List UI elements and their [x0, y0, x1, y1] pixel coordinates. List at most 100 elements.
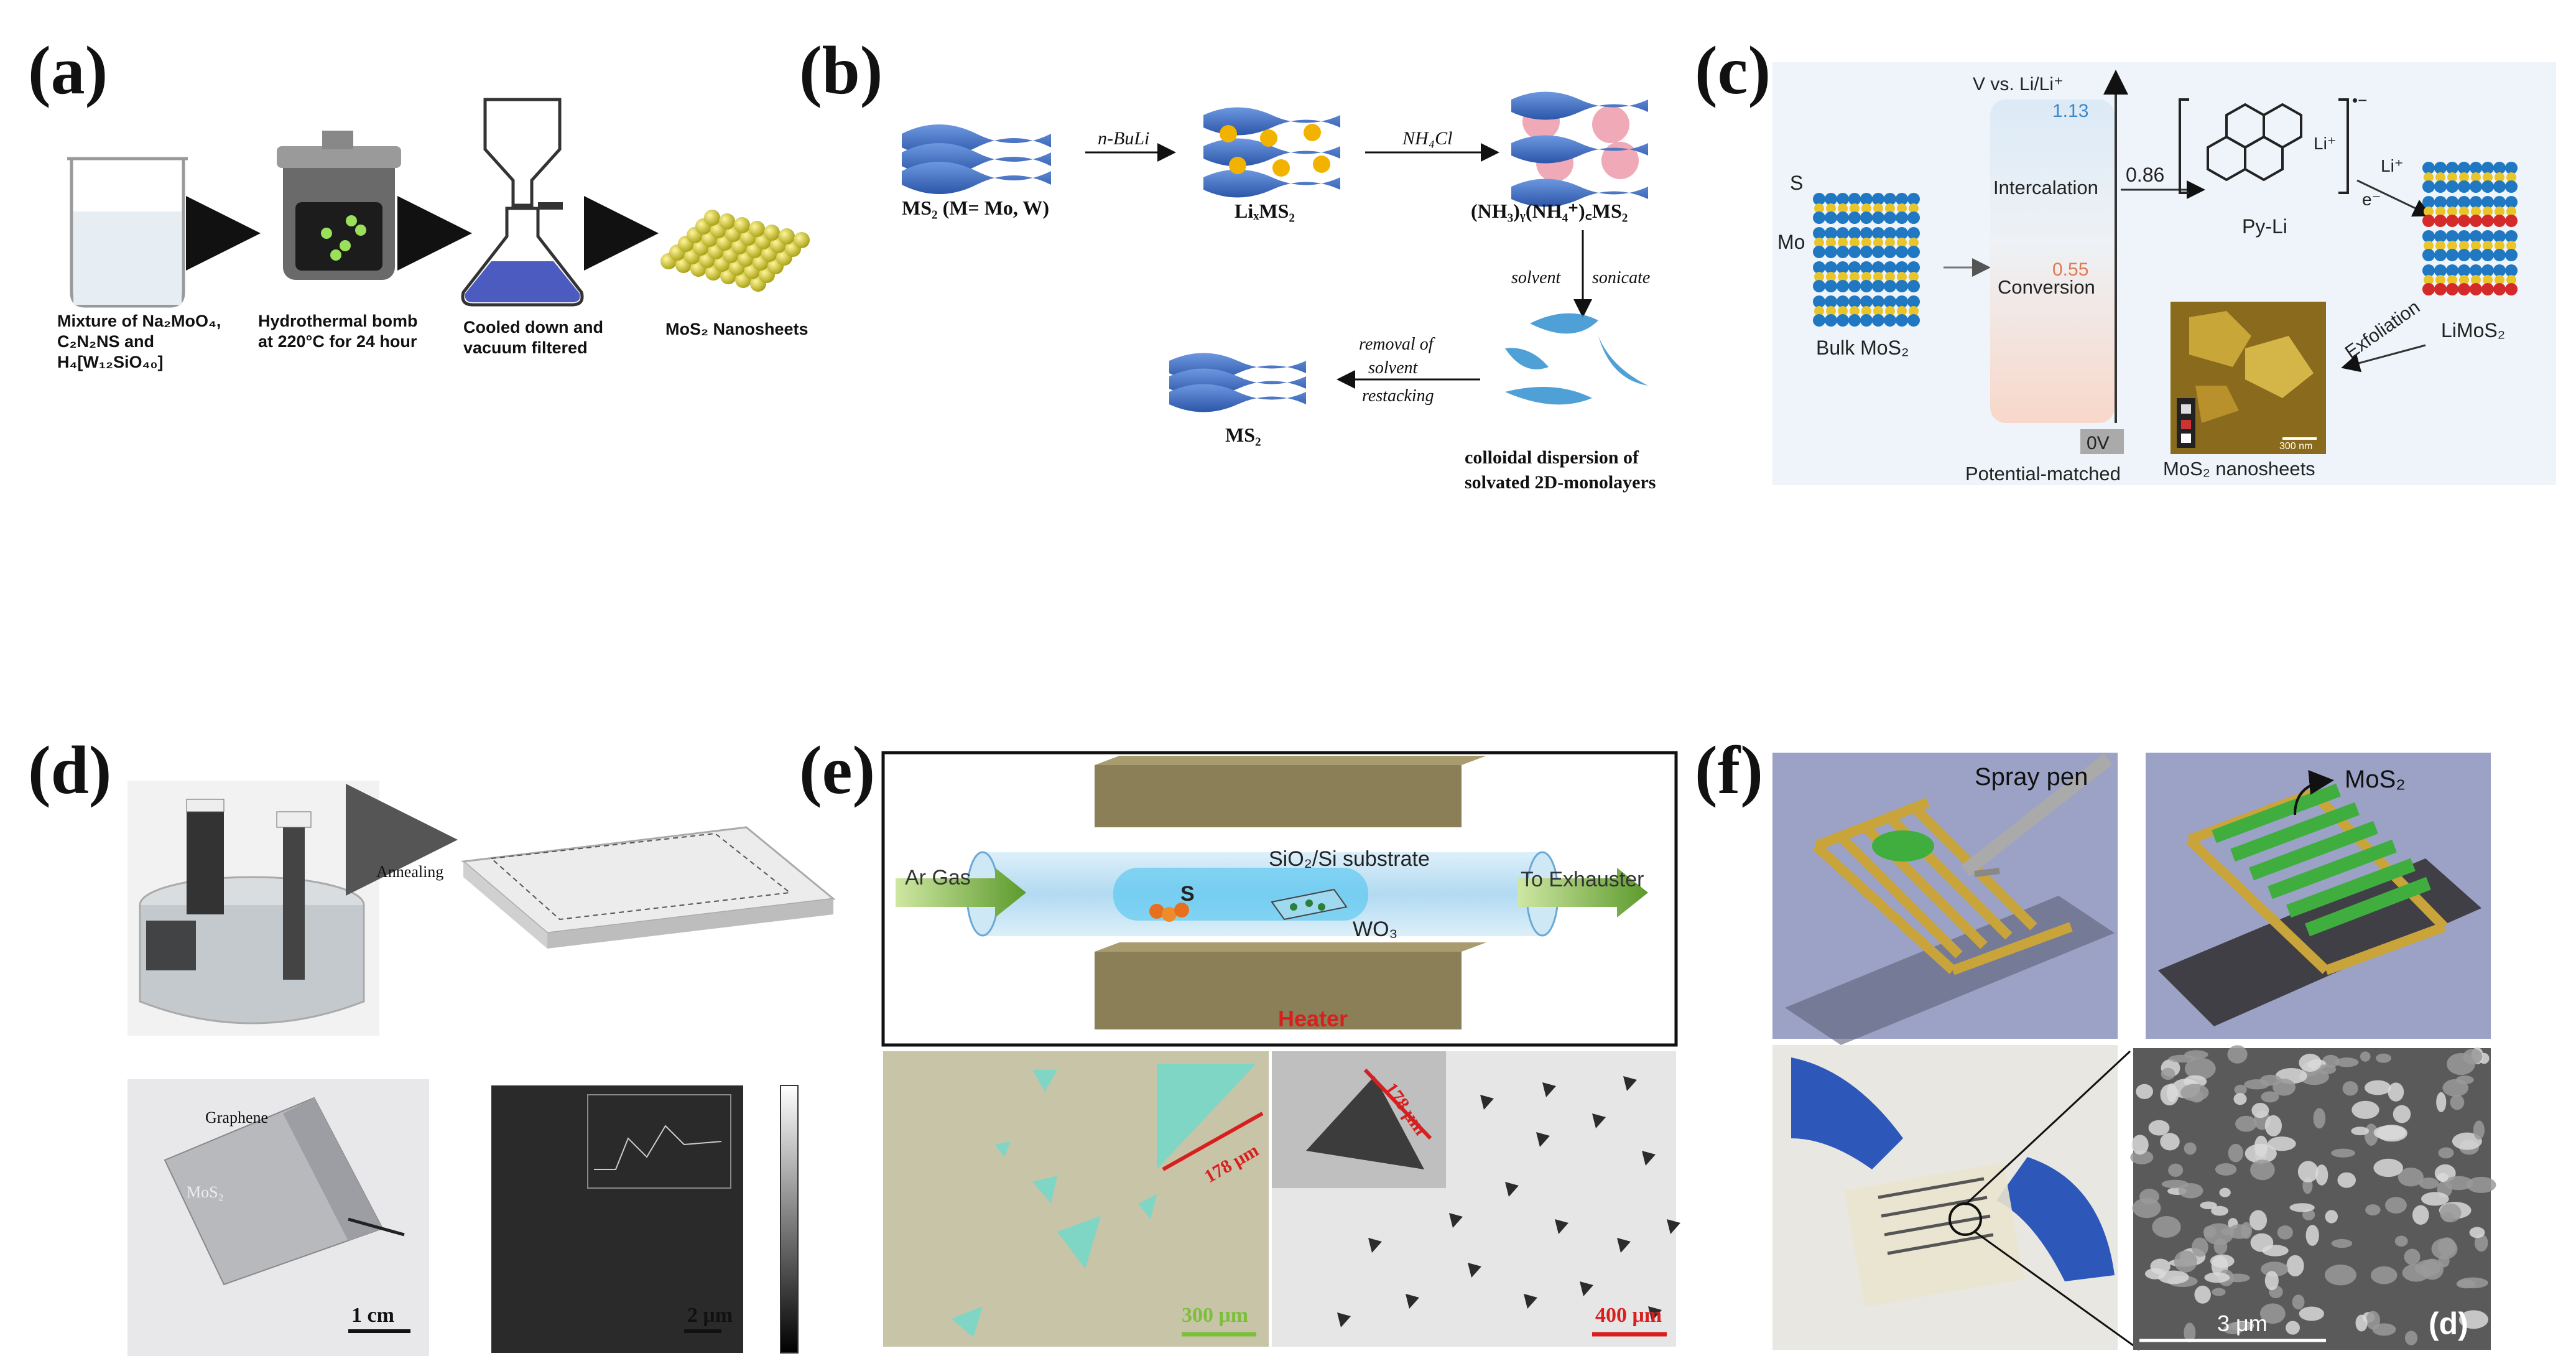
sulfur-atom	[1837, 261, 1849, 274]
sulfur-atom	[2422, 196, 2435, 208]
mos2-nanosheets-label: MoS₂ nanosheets	[2163, 458, 2315, 480]
film-grain	[2234, 1084, 2247, 1095]
panel-f: (f) Spray pen	[1695, 732, 2496, 1351]
film-grain	[2268, 1136, 2296, 1151]
sulfur-atom	[1872, 314, 1884, 327]
molybdenum-atom	[2447, 275, 2457, 285]
molybdenum-atom	[2483, 207, 2493, 216]
lithium-atom	[2446, 249, 2458, 261]
sulfur-atom	[1860, 227, 1873, 239]
sem-film-texture	[2130, 1045, 2496, 1345]
sulfur-atom	[2434, 162, 2447, 174]
mo-atom-label: Mo	[1777, 231, 1805, 253]
sulfur-atom	[2446, 230, 2458, 243]
film-grain	[2299, 1306, 2325, 1321]
intercalation-label: Intercalation	[1993, 177, 2098, 198]
scale-2um: 2 μm	[687, 1304, 733, 1327]
film-grain	[2452, 1132, 2482, 1150]
afm-image: 300 nm	[2171, 302, 2326, 454]
triangle-flake	[1536, 1132, 1550, 1147]
dispersion-line1: colloidal dispersion of	[1465, 447, 1639, 468]
film-grain	[2168, 1163, 2184, 1177]
sulfur-atom	[1813, 193, 1825, 205]
film-grain	[2219, 1187, 2231, 1197]
film-grain	[2228, 1143, 2244, 1163]
molybdenum-atom	[1897, 203, 1907, 213]
zero-volt-label: 0V	[2087, 433, 2110, 453]
cvd-furnace-diagram	[896, 756, 1648, 1029]
molybdenum-atom	[2495, 207, 2504, 216]
lithium-atom	[2481, 249, 2494, 261]
lattice-atom	[704, 210, 720, 226]
sulfur-atom	[1860, 295, 1873, 308]
lithium-atom	[2422, 215, 2435, 227]
film-grain	[2178, 1183, 2203, 1199]
molybdenum-atom	[1814, 203, 1824, 213]
film-grain	[2467, 1176, 2496, 1193]
sulfur-atom	[2422, 230, 2435, 243]
li-plus-label-2: Li⁺	[2381, 156, 2404, 175]
molybdenum-atom	[1885, 238, 1895, 248]
molybdenum-atom	[2506, 207, 2516, 216]
sulfur-atom	[2446, 162, 2458, 174]
lithium-atom	[2422, 249, 2435, 261]
sulfur-atom	[2481, 162, 2494, 174]
mos2-label-f: MoS₂	[2345, 766, 2406, 793]
sulfur-atom	[1896, 314, 1908, 327]
sulfur-atom	[2458, 162, 2470, 174]
lithium-atom	[2446, 180, 2458, 193]
lixms2-icon	[1203, 107, 1340, 198]
step3-line1: Cooled down and	[463, 318, 603, 337]
step2-line1: Hydrothermal bomb	[258, 312, 418, 330]
sulfur-atom	[1872, 193, 1884, 205]
sulfur-atom	[1825, 280, 1837, 292]
molybdenum-atom	[1885, 272, 1895, 282]
sulfur-label: S	[1180, 882, 1195, 906]
scale-300um: 300 μm	[1182, 1304, 1248, 1327]
molybdenum-atom	[1873, 203, 1883, 213]
lithium-atom	[2505, 180, 2518, 193]
graphene-mos2-sheet-diagram	[461, 826, 836, 949]
lattice-atom	[794, 232, 810, 248]
sulfur-atom	[1860, 314, 1873, 327]
li-plus-label-1: Li⁺	[2314, 134, 2337, 153]
film-grain	[2192, 1237, 2208, 1257]
molybdenum-atom	[1850, 272, 1860, 282]
sulfur-atom	[1896, 211, 1908, 224]
step2-line2: at 220°C for 24 hour	[258, 332, 417, 351]
sulfur-atom	[2422, 264, 2435, 277]
film-grain	[2245, 1143, 2277, 1164]
zoom-line-bottom	[1974, 1230, 2140, 1351]
flexible-device-photo	[1772, 1045, 2118, 1350]
step4-label: MoS₂ Nanosheets	[665, 320, 808, 338]
triangle-flake	[1524, 1294, 1537, 1309]
sulfur-atom	[2446, 264, 2458, 277]
ms2-layers-icon	[902, 124, 1051, 194]
film-grain	[2384, 1197, 2407, 1214]
film-grain	[2174, 1250, 2197, 1273]
film-grain	[2152, 1215, 2181, 1238]
triangle-flake	[1667, 1219, 1680, 1234]
sulfur-atom	[2458, 230, 2470, 243]
molybdenum-atom	[2447, 172, 2457, 182]
film-grain	[2251, 1103, 2269, 1118]
sulfur-atom	[1896, 193, 1908, 205]
panel-a: (a) Mixture of Na₂MoO₄,	[28, 32, 810, 371]
sulfur-atom	[1896, 246, 1908, 258]
molybdenum-atom	[1873, 272, 1883, 282]
film-grain	[2259, 1303, 2286, 1324]
sulfur-atom	[1837, 246, 1849, 258]
pyrene-molecule-icon	[2179, 98, 2349, 194]
film-grain	[2136, 1084, 2153, 1099]
film-grain	[2373, 1125, 2406, 1140]
molybdenum-atom	[1826, 306, 1836, 316]
triangle-flake	[1406, 1294, 1419, 1309]
limos2-structure	[2422, 162, 2518, 295]
film-grain	[2351, 1126, 2370, 1136]
film-grain	[2342, 1081, 2358, 1096]
sulfur-atom	[1907, 280, 1920, 292]
sulfur-atom	[1837, 314, 1849, 327]
film-grain	[2299, 1054, 2322, 1072]
scale-400um: 400 μm	[1595, 1304, 1662, 1327]
